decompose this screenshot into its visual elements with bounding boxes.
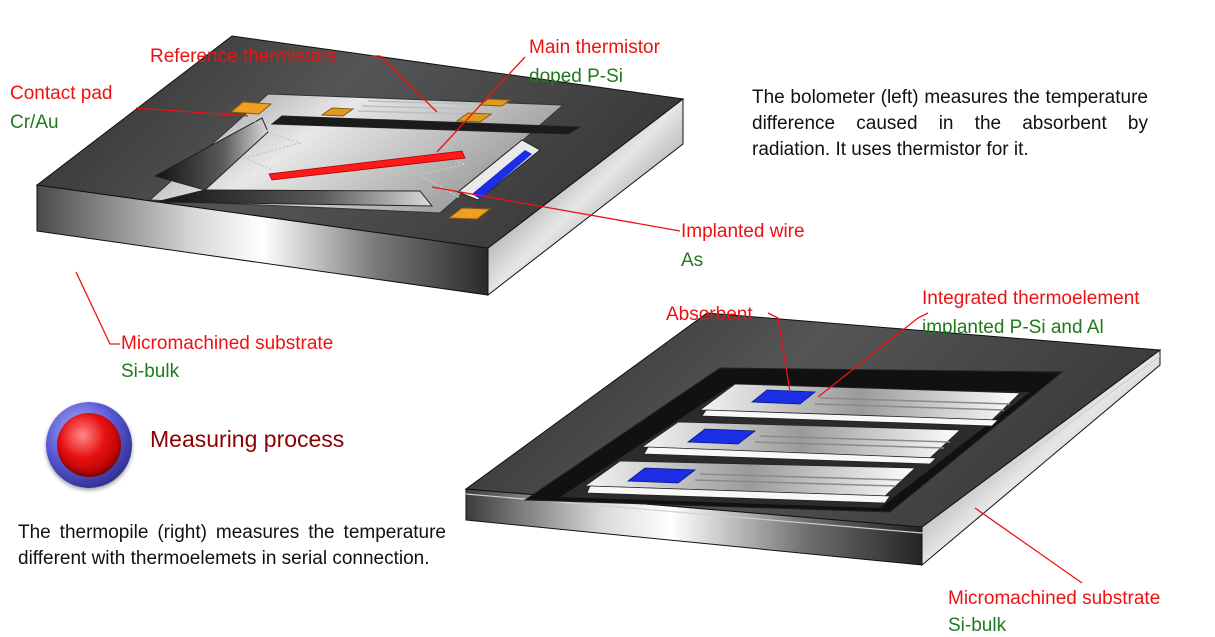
- label-implanted-wire: Implanted wire: [681, 221, 805, 242]
- label-contact-pad: Contact pad: [10, 83, 113, 104]
- measuring-process-button[interactable]: [46, 402, 132, 488]
- measuring-process-label[interactable]: Measuring process: [150, 426, 345, 452]
- label-integrated-thermoelement: Integrated thermoelement: [922, 288, 1140, 309]
- absorbent-3: [626, 467, 697, 484]
- contact-pad-3: [455, 112, 493, 123]
- label-main-thermistor: Main thermistor: [529, 37, 660, 58]
- label-absorbent: Absorbent: [666, 304, 753, 325]
- label-thermoelement-material: implanted P-Si and Al: [922, 317, 1104, 338]
- contact-pad-5: [447, 207, 492, 220]
- label-contact-pad-material: Cr/Au: [10, 112, 59, 133]
- absorbent-1: [750, 389, 817, 405]
- label-bolometer-substrate-material: Si-bulk: [121, 361, 180, 382]
- main-thermistor-strip: [268, 150, 466, 181]
- thermopile-description: The thermopile (right) measures the temp…: [18, 522, 446, 569]
- thermopile-chip: [464, 312, 1162, 567]
- label-implanted-wire-material: As: [681, 250, 704, 271]
- bolometer-cavity-left: [153, 117, 269, 191]
- label-reference-thermistors: Reference thermistors: [150, 46, 337, 67]
- record-icon: [57, 413, 121, 477]
- label-thermopile-substrate-material: Si-bulk: [948, 615, 1007, 636]
- reference-thermistor-lines: [357, 100, 471, 115]
- label-main-thermistor-material: doped P-Si: [529, 66, 624, 87]
- bolometer-leader-lines: [75, 55, 681, 345]
- implanted-wire-trace: [242, 115, 303, 171]
- label-bolometer-substrate: Micromachined substrate: [121, 333, 334, 354]
- bolometer-cavity-bottom: [155, 189, 434, 207]
- bolometer-description: The bolometer (left) measures the temper…: [752, 87, 1148, 160]
- beam-3-lower: [586, 485, 891, 504]
- bolometer-chip: [35, 35, 685, 297]
- beam-1-lower: [701, 409, 999, 427]
- thermoelement-stripes: [694, 397, 1011, 487]
- contact-pad-4: [478, 98, 512, 107]
- beam-2-lower: [643, 446, 937, 465]
- bolometer-cavity-top: [270, 115, 582, 135]
- bolometer-cavity-right-slot: [472, 150, 532, 199]
- thermopile-edge-highlight-side: [921, 355, 1161, 534]
- thermopile-leader-lines: [767, 312, 1083, 584]
- absorbent-2: [686, 428, 757, 445]
- contact-pad-2: [320, 107, 355, 117]
- contact-pad-1: [229, 101, 273, 115]
- label-thermopile-substrate: Micromachined substrate: [948, 588, 1161, 609]
